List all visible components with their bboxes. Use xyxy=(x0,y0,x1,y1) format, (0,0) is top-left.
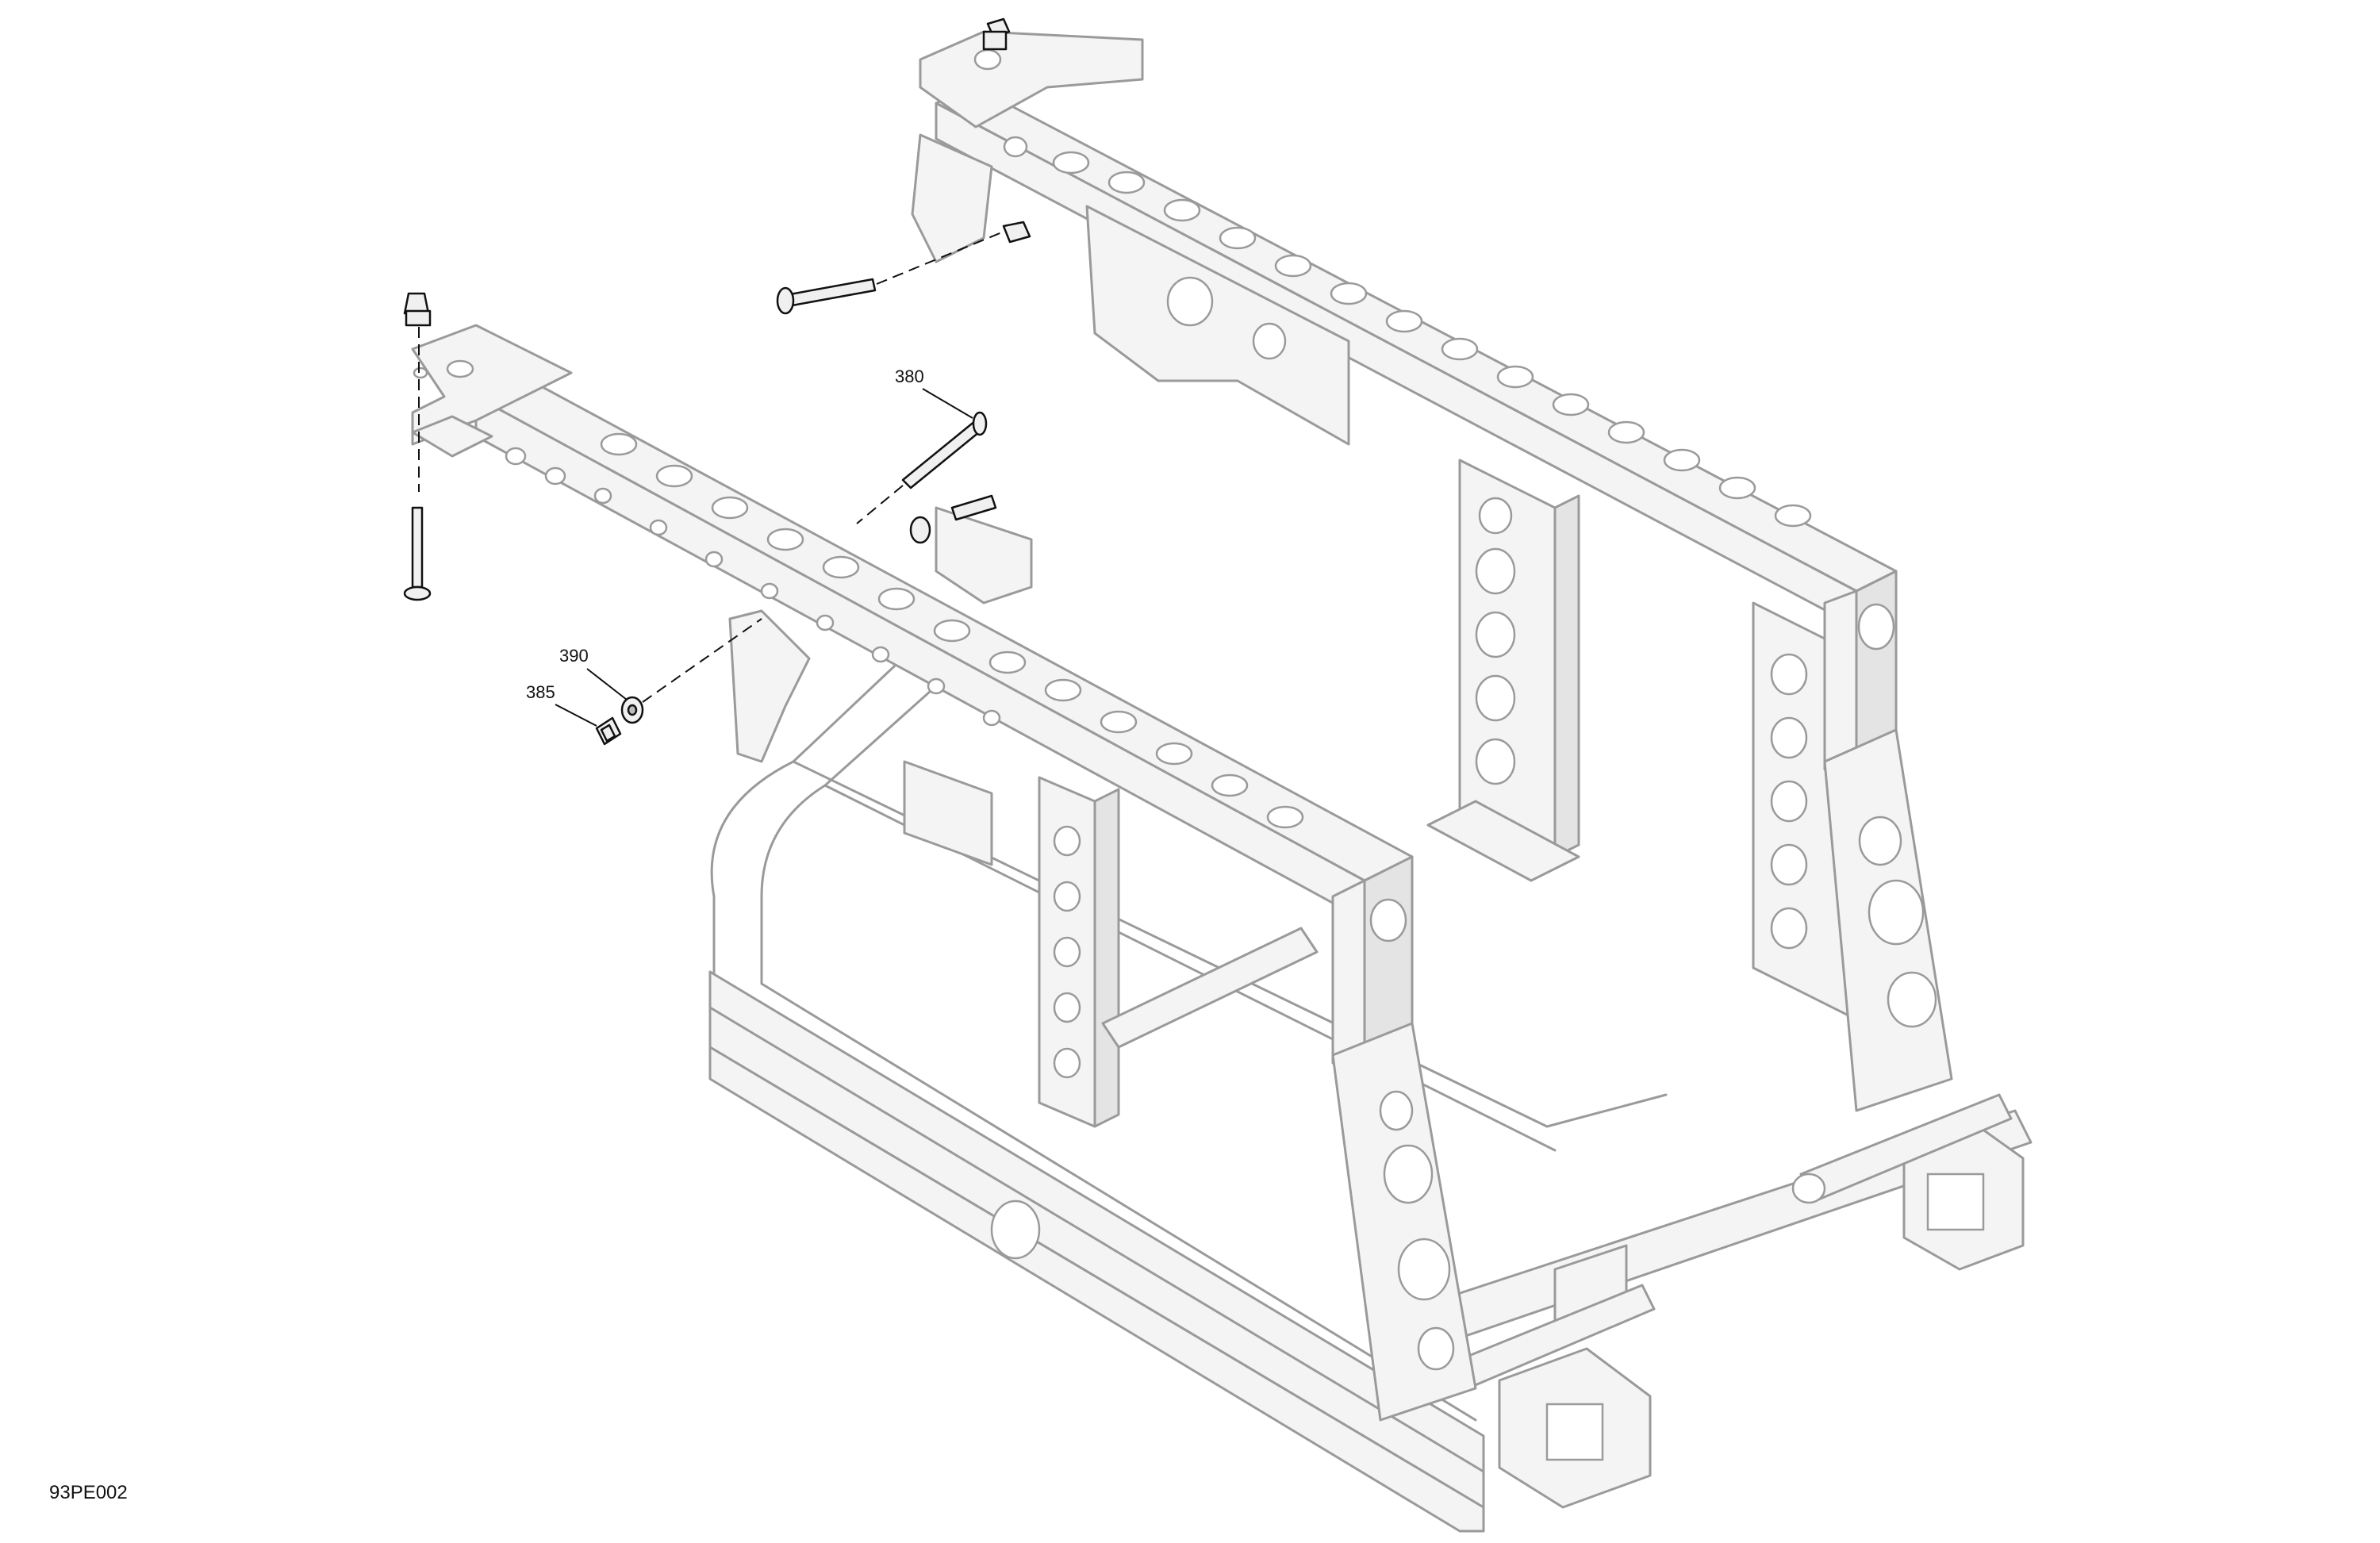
callout-385: 385 xyxy=(526,682,597,727)
callout-380: 380 xyxy=(895,367,973,419)
fasteners xyxy=(403,17,1031,746)
part-380-bolt xyxy=(901,419,985,489)
front-rail-holes xyxy=(505,432,1455,1371)
callout-390-label: 390 xyxy=(559,646,589,666)
rear-nut xyxy=(1002,221,1031,244)
callout-380-label: 380 xyxy=(895,367,924,386)
figure-id: 93PE002 xyxy=(49,1482,128,1503)
rear-bolt xyxy=(784,278,877,308)
left-bolt xyxy=(411,506,424,589)
callout-390: 390 xyxy=(559,646,628,700)
chassis-frame xyxy=(708,625,2033,1533)
front-support-frame xyxy=(411,324,1477,1422)
callout-385-label: 385 xyxy=(526,682,555,702)
rear-rail-holes xyxy=(1003,136,1937,1028)
